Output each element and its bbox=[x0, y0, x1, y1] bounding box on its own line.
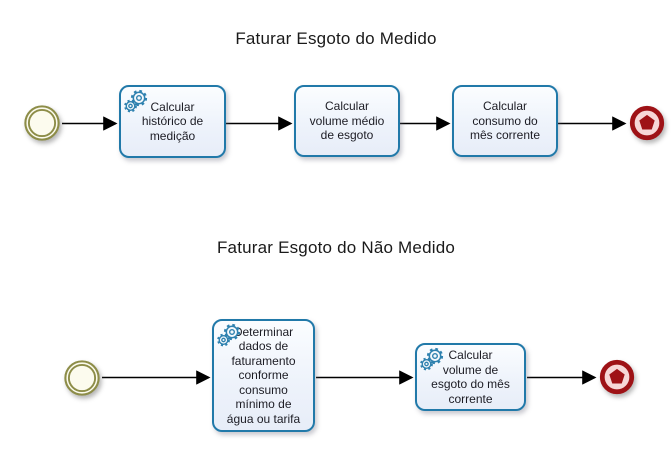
task-label: Calcular volume de esgoto do mês corrent… bbox=[431, 348, 510, 406]
task-determinar-dados-faturamento[interactable]: Determinar dados de faturamento conforme… bbox=[212, 319, 315, 432]
task-label: Calcular histórico de medição bbox=[141, 99, 204, 143]
service-gears-icon bbox=[124, 89, 148, 113]
signal-end-event-nao-medido[interactable] bbox=[598, 358, 636, 396]
service-gears-icon bbox=[420, 347, 444, 371]
task-calcular-historico-medicao[interactable]: Calcular histórico de medição bbox=[119, 85, 226, 158]
flow-title-medido: Faturar Esgoto do Medido bbox=[235, 29, 437, 48]
task-label: Determinar dados de faturamento conforme… bbox=[226, 324, 301, 426]
task-label: Calcular consumo do mês corrente bbox=[469, 99, 541, 143]
task-calcular-consumo-mes-corrente[interactable]: Calcular consumo do mês corrente bbox=[452, 85, 558, 157]
task-calcular-volume-medio-esgoto[interactable]: Calcular volume médio de esgoto bbox=[294, 85, 400, 157]
task-label: Calcular volume médio de esgoto bbox=[309, 99, 385, 143]
start-event-nao-medido[interactable] bbox=[63, 359, 101, 397]
task-calcular-volume-esgoto-mes-corrente[interactable]: Calcular volume de esgoto do mês corrent… bbox=[415, 343, 526, 411]
flow-title-nao-medido: Faturar Esgoto do Não Medido bbox=[216, 238, 456, 257]
service-gears-icon bbox=[217, 323, 241, 347]
signal-end-event-medido[interactable] bbox=[628, 104, 666, 142]
start-event-medido[interactable] bbox=[23, 104, 61, 142]
